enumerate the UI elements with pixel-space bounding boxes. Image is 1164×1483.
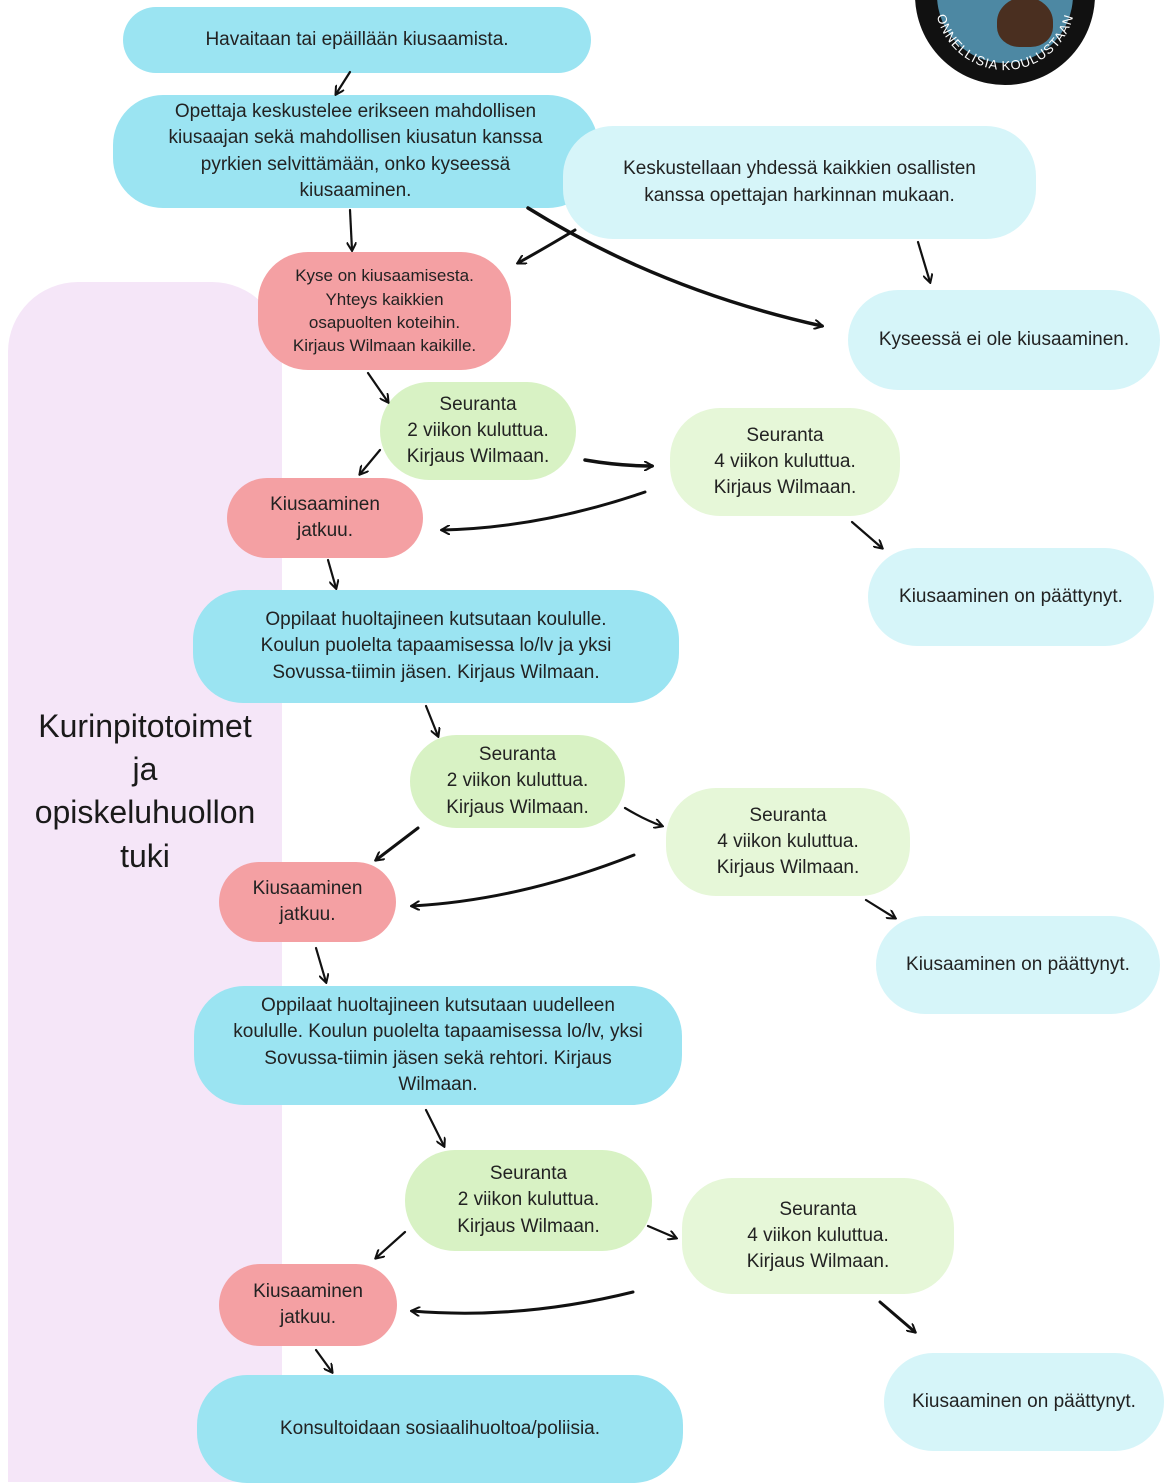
arrow-teacher-to-bullying xyxy=(350,208,352,250)
arrow-follow2c-to-follow4c xyxy=(646,1224,676,1238)
logo-text: ONNELLISIA KOULUSTAAN xyxy=(934,12,1076,73)
start-node: Havaitaan tai epäillään kiusaamista. xyxy=(123,7,591,73)
bullying-ended-a: Kiusaaminen on päättynyt. xyxy=(868,548,1154,646)
arrow-follow4c-to-ended xyxy=(878,1300,915,1332)
logo xyxy=(915,0,1095,85)
follow-up-2wk-c: Seuranta 2 viikon kuluttua. Kirjaus Wilm… xyxy=(405,1150,652,1251)
arrow-start-to-teacher xyxy=(336,70,352,94)
follow-up-2wk-b: Seuranta 2 viikon kuluttua. Kirjaus Wilm… xyxy=(410,735,625,828)
not-bullying-node: Kyseessä ei ole kiusaaminen. xyxy=(848,290,1160,390)
bullying-ended-c: Kiusaaminen on päättynyt. xyxy=(884,1353,1164,1451)
arrow-follow2a-to-continues xyxy=(360,448,382,474)
arrow-group-to-not-bullying xyxy=(916,240,930,282)
arrow-continues-b-to-meeting2 xyxy=(314,946,326,982)
consult-node: Konsultoidaan sosiaalihuoltoa/poliisia. xyxy=(197,1375,683,1483)
arrow-follow2c-to-continues xyxy=(376,1230,407,1258)
arrow-follow4a-to-ended xyxy=(850,520,882,548)
follow-up-4wk-a: Seuranta 4 viikon kuluttua. Kirjaus Wilm… xyxy=(670,408,900,516)
arrow-continues-c-to-consult xyxy=(314,1348,332,1372)
meeting-1-node: Oppilaat huoltajineen kutsutaan koululle… xyxy=(193,590,679,703)
follow-up-2wk-a: Seuranta 2 viikon kuluttua. Kirjaus Wilm… xyxy=(380,382,576,480)
arrow-meeting2-to-follow2c xyxy=(424,1108,444,1146)
follow-up-4wk-c: Seuranta 4 viikon kuluttua. Kirjaus Wilm… xyxy=(682,1178,954,1294)
arrow-follow4c-to-continues xyxy=(412,1290,635,1313)
arrow-teacher-to-not-bullying xyxy=(526,206,822,326)
bullying-ended-b: Kiusaaminen on päättynyt. xyxy=(876,916,1160,1014)
arrow-bullying-to-follow2a xyxy=(366,371,388,402)
follow-up-4wk-b: Seuranta 4 viikon kuluttua. Kirjaus Wilm… xyxy=(666,788,910,896)
arrow-follow2a-to-follow4a xyxy=(583,458,652,466)
arrow-follow4b-to-ended xyxy=(864,898,895,918)
is-bullying-node: Kyse on kiusaamisesta. Yhteys kaikkien o… xyxy=(258,252,511,370)
arrow-continues-a-to-meeting1 xyxy=(326,558,336,588)
arrow-follow4a-to-continues xyxy=(442,490,647,530)
bullying-continues-a: Kiusaaminen jatkuu. xyxy=(227,478,423,558)
arrow-teacher-to-bullying-branch xyxy=(518,228,577,265)
side-label: Kurinpitotoimet ja opiskeluhuollon tuki xyxy=(34,708,256,874)
bullying-continues-c: Kiusaaminen jatkuu. xyxy=(219,1264,397,1346)
arrow-follow2b-to-follow4b xyxy=(623,806,662,826)
teacher-talk-node: Opettaja keskustelee erikseen mahdollise… xyxy=(113,95,598,208)
arrow-meeting1-to-follow2b xyxy=(424,704,438,736)
group-talk-node: Keskustellaan yhdessä kaikkien osalliste… xyxy=(563,126,1036,239)
meeting-2-node: Oppilaat huoltajineen kutsutaan uudellee… xyxy=(194,986,682,1105)
arrow-follow4b-to-continues xyxy=(412,853,636,906)
arrow-follow2b-to-continues xyxy=(376,826,420,860)
bullying-continues-b: Kiusaaminen jatkuu. xyxy=(219,862,396,942)
